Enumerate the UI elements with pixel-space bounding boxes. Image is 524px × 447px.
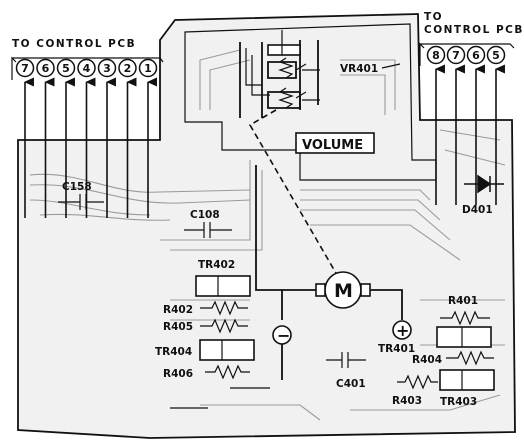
- left-pin-number: 4: [83, 62, 91, 75]
- right-pin-circle: [446, 45, 466, 65]
- tr404-box: [199, 339, 255, 361]
- r402-symbol: [200, 300, 248, 316]
- motor-symbol: M: [334, 280, 353, 302]
- left-pin-number: 5: [62, 62, 70, 75]
- right-pin-5: 5: [486, 45, 506, 205]
- c108-symbol: [184, 222, 232, 238]
- left-pin-7: 7: [15, 58, 35, 218]
- dashed-link: [248, 109, 341, 281]
- pcb-outline: [17, 13, 516, 439]
- r405-label: R405: [163, 321, 193, 333]
- main-vertical-wire: [255, 165, 283, 380]
- c158-label: C158: [62, 181, 92, 193]
- d401-label: D401: [462, 204, 493, 216]
- left-pin-number: 6: [42, 62, 50, 75]
- tr401-box: [436, 326, 492, 348]
- right-connector-bracket: [419, 42, 515, 66]
- volume-label: VOLUME: [302, 138, 363, 153]
- r404-symbol: [446, 350, 494, 366]
- c401-label: C401: [336, 378, 366, 390]
- r404-label: R404: [412, 354, 442, 366]
- right-header-line2: CONTROL PCB: [424, 24, 524, 36]
- motor: [281, 271, 403, 320]
- left-pin-circle: [56, 58, 76, 78]
- tr402-label: TR402: [198, 259, 235, 271]
- right-pin-7: 7: [446, 45, 466, 205]
- r405-symbol: [200, 318, 248, 334]
- pot-window: [184, 23, 437, 181]
- left-pin-circle: [97, 58, 117, 78]
- c401-symbol: [326, 352, 366, 368]
- r402-label: R402: [163, 304, 193, 316]
- minus-sign: −: [277, 326, 290, 345]
- right-pin-number: 5: [492, 49, 500, 62]
- r406-symbol: [205, 364, 250, 380]
- right-header-line1: TO: [424, 11, 443, 23]
- d401-symbol: [464, 174, 504, 194]
- tr404-label: TR404: [155, 346, 192, 358]
- vr401-label: VR401: [340, 63, 378, 75]
- right-pin-circle: [466, 45, 486, 65]
- right-pin-circle: [486, 45, 506, 65]
- left-pin-number: 2: [124, 62, 132, 75]
- left-header: TO CONTROL PCB: [12, 38, 136, 50]
- r403-symbol: [397, 374, 438, 390]
- vr401-potentiometer: [239, 30, 320, 118]
- c108-label: C108: [190, 209, 220, 221]
- left-pin-6: 6: [36, 58, 55, 218]
- plus-terminal: [392, 320, 412, 340]
- left-pin-1: 1: [138, 58, 158, 218]
- left-pin-2: 2: [118, 58, 137, 218]
- c158-symbol: [58, 194, 104, 210]
- copper-traces: [29, 49, 506, 421]
- r401-symbol: [440, 310, 490, 326]
- tr403-box: [439, 369, 495, 391]
- r403-label: R403: [392, 395, 422, 407]
- tr402-box: [195, 275, 251, 297]
- right-pin-8: 8: [426, 45, 446, 205]
- tr401-label: TR401: [378, 343, 415, 355]
- r401-label: R401: [448, 295, 478, 307]
- left-pin-circle: [15, 58, 35, 78]
- plus-sign: +: [396, 321, 409, 340]
- tr403-label: TR403: [440, 396, 477, 408]
- right-pin-circle: [426, 45, 446, 65]
- left-pin-number: 7: [21, 62, 29, 75]
- right-pin-number: 6: [472, 49, 480, 62]
- left-pin-circle: [36, 58, 55, 78]
- left-pin-3: 3: [97, 58, 117, 218]
- vr401-leader: [381, 63, 401, 69]
- left-connector-bracket: [11, 56, 164, 80]
- left-pin-circle: [118, 58, 137, 78]
- r406-label: R406: [163, 368, 193, 380]
- right-pin-number: 8: [432, 49, 440, 62]
- left-pin-number: 3: [103, 62, 111, 75]
- right-pin-6: 6: [466, 45, 486, 205]
- left-pin-circle: [138, 58, 158, 78]
- left-pin-number: 1: [144, 62, 152, 75]
- left-pin-5: 5: [56, 58, 76, 218]
- left-pin-circle: [77, 58, 96, 78]
- right-pin-number: 7: [452, 49, 460, 62]
- volume-box: [295, 132, 375, 154]
